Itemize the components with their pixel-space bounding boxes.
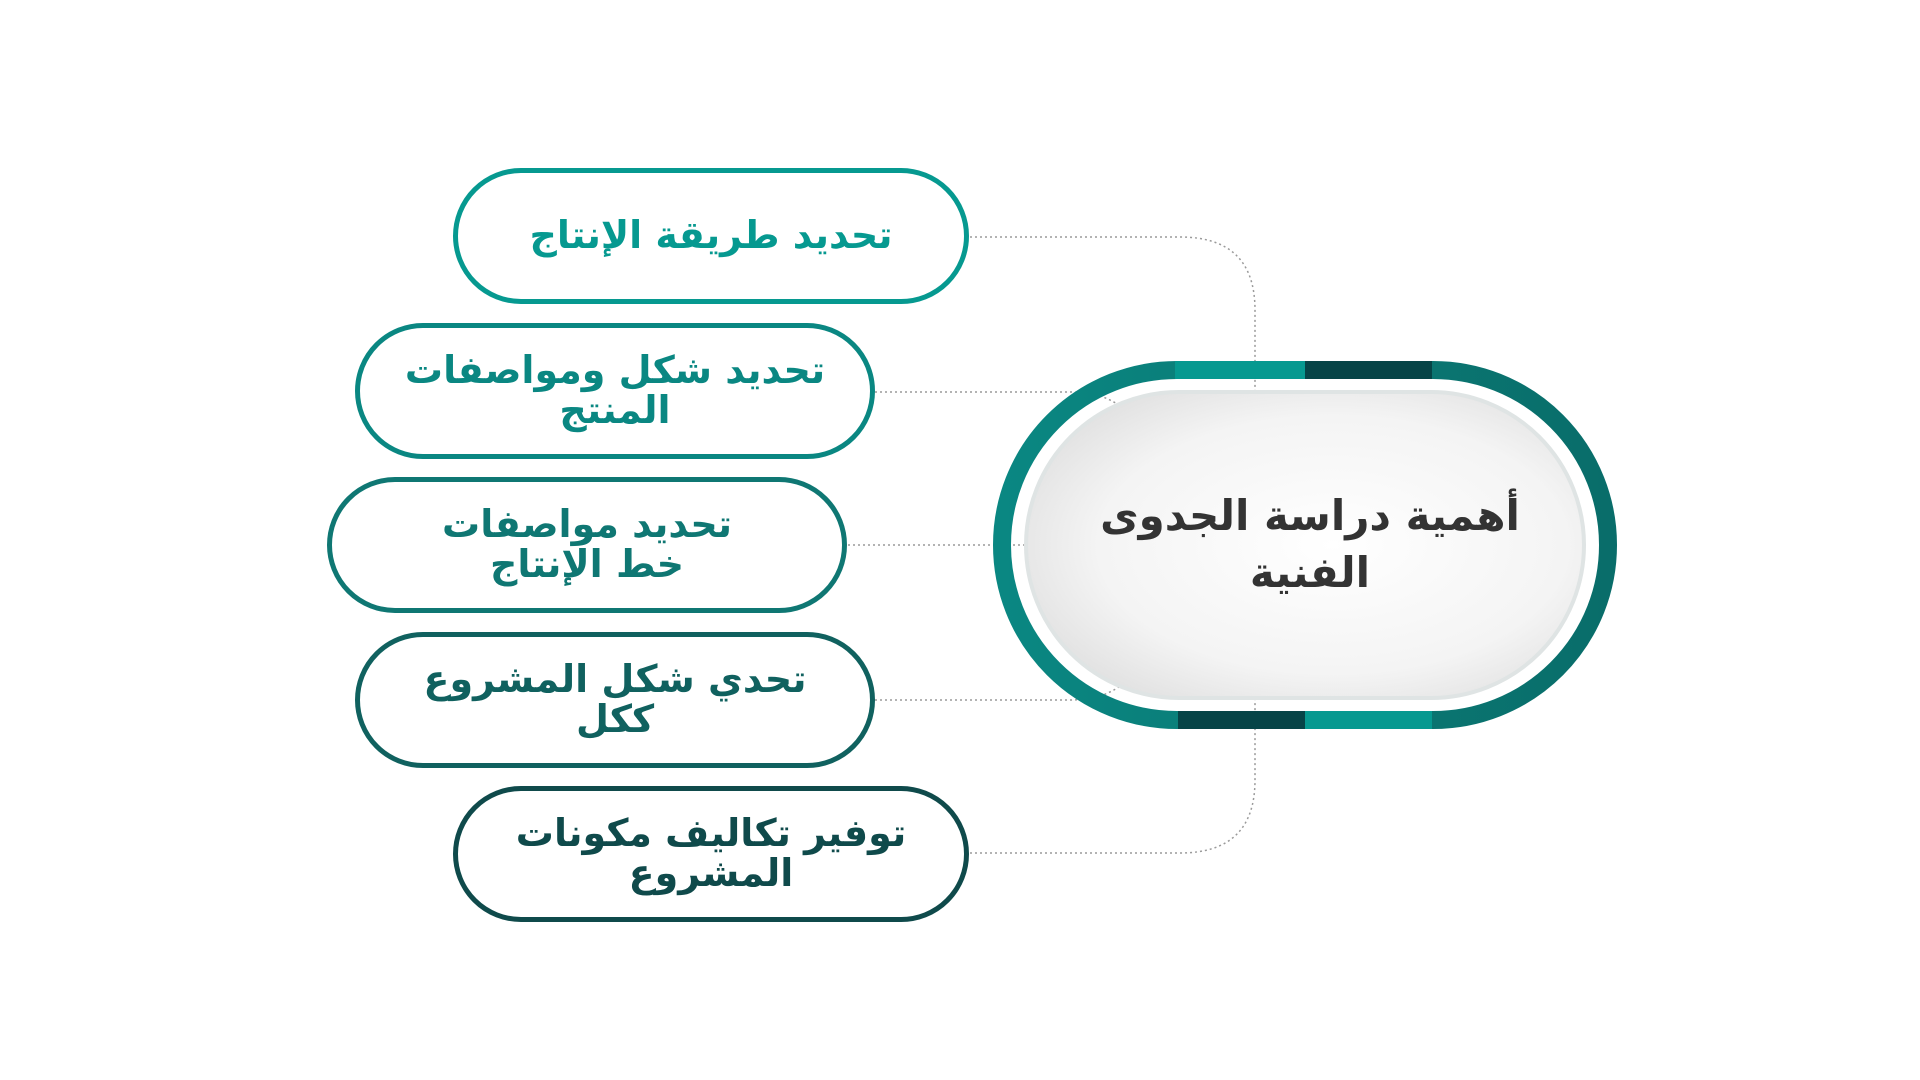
center-title: أهمية دراسة الجدوى الفنية [1030,395,1590,695]
center-oval [1024,390,1586,700]
item-product-specs: تحديد شكل ومواصفات المنتج [355,323,875,459]
item-5-line1: توفير تكاليف مكونات [515,811,907,856]
item-5-line2: المشروع [628,851,794,895]
connector-4 [865,681,1126,701]
item-4-line2: ككل [575,697,655,741]
item-4-line1: تحدي شكل المشروع [423,657,807,702]
item-production-line-specs: تحديد مواصفات خط الإنتاج [327,477,847,613]
item-3-line1: تحديد مواصفات [442,502,732,547]
item-2-line1: تحديد شكل ومواصفات [404,348,826,393]
item-2-line2: المنتج [559,388,671,432]
connector-1 [960,236,1256,395]
connector-5 [960,695,1256,854]
center-title-line2: الفنية [1249,548,1371,597]
item-production-method: تحديد طريقة الإنتاج [453,168,969,304]
item-project-shape: تحدي شكل المشروع ككل [355,632,875,768]
item-3-line2: خط الإنتاج [489,542,685,586]
item-component-costs: توفير تكاليف مكونات المشروع [453,786,969,922]
item-1-line1: تحديد طريقة الإنتاج [529,213,893,258]
center-title-line1: أهمية دراسة الجدوى [1100,491,1520,541]
connector-2 [865,391,1126,411]
